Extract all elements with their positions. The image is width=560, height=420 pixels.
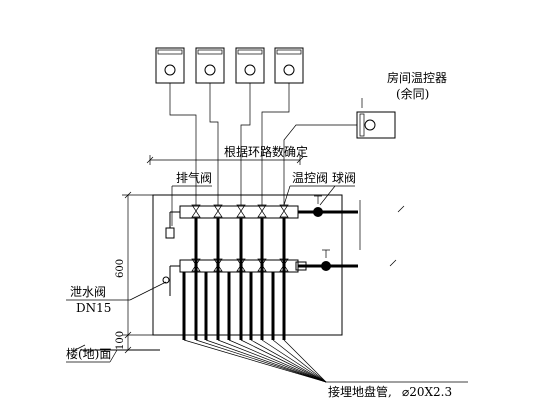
floor-pipe-label: 接埋地盘管, — [328, 384, 392, 399]
supply-manifold — [179, 195, 358, 219]
thermostat-icon — [235, 47, 265, 84]
break-line-icon — [359, 200, 405, 267]
valve-icon — [213, 204, 223, 218]
floor-pipe-leaders — [183, 339, 468, 383]
return-manifold — [179, 249, 358, 273]
thermostat-icon — [155, 47, 185, 84]
valve-icon — [191, 204, 201, 218]
valve-icon — [279, 204, 289, 218]
air-vent-label: 排气阀 — [176, 170, 212, 185]
thermostat-icon — [274, 47, 304, 84]
thermostat-icon — [195, 47, 225, 84]
air-vent-valve — [162, 211, 180, 296]
thermo-valve-label: 温控阀 — [292, 171, 328, 185]
valve-icon — [257, 204, 267, 218]
valve-row-supply — [191, 204, 289, 218]
drain-valve-label: 泄水阀 — [70, 285, 106, 299]
loop-count-label: 根据环路数确定 — [224, 144, 308, 159]
dim-height-label: 600 — [115, 259, 126, 278]
floor-label: 楼(地)面 — [66, 346, 111, 361]
room-thermostat-label: 房间温控器 — [387, 70, 447, 85]
control-wires — [169, 83, 357, 205]
loop-pipes — [182, 218, 286, 340]
dim-base-label: 100 — [115, 331, 126, 350]
height-dimension — [122, 191, 153, 354]
drain-valve-size: DN15 — [76, 301, 111, 315]
loop-dimension — [146, 155, 304, 165]
valve-icon — [236, 204, 246, 218]
room-thermostat-note: (余同) — [396, 86, 429, 101]
label-leaders — [66, 98, 363, 363]
thermostat-icon — [356, 111, 396, 139]
ball-valve-label: 球阀 — [332, 171, 356, 185]
floor-pipe-spec: ⌀20X2.3 — [402, 385, 452, 399]
